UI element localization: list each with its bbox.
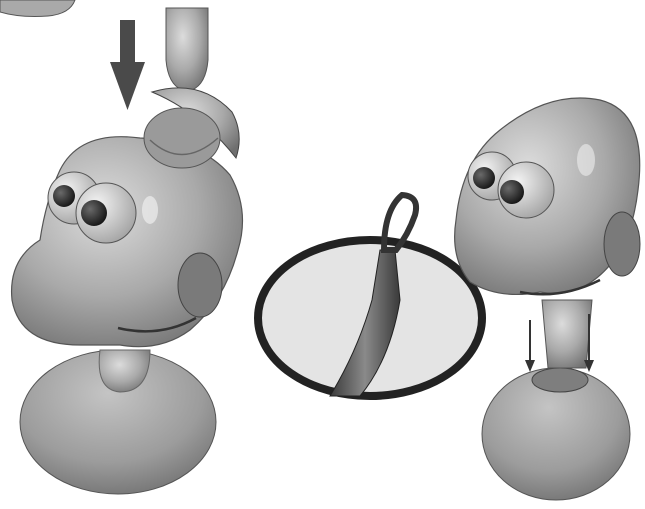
magnified-callout bbox=[258, 195, 482, 396]
left-figure bbox=[0, 0, 243, 494]
right-ear bbox=[604, 212, 640, 276]
down-arrow-icon bbox=[110, 20, 145, 110]
left-ear bbox=[178, 253, 222, 317]
right-neck bbox=[542, 300, 592, 368]
left-head-cargo bbox=[144, 108, 220, 168]
bottle-nozzle bbox=[166, 8, 208, 90]
corner-fragment bbox=[0, 0, 75, 17]
